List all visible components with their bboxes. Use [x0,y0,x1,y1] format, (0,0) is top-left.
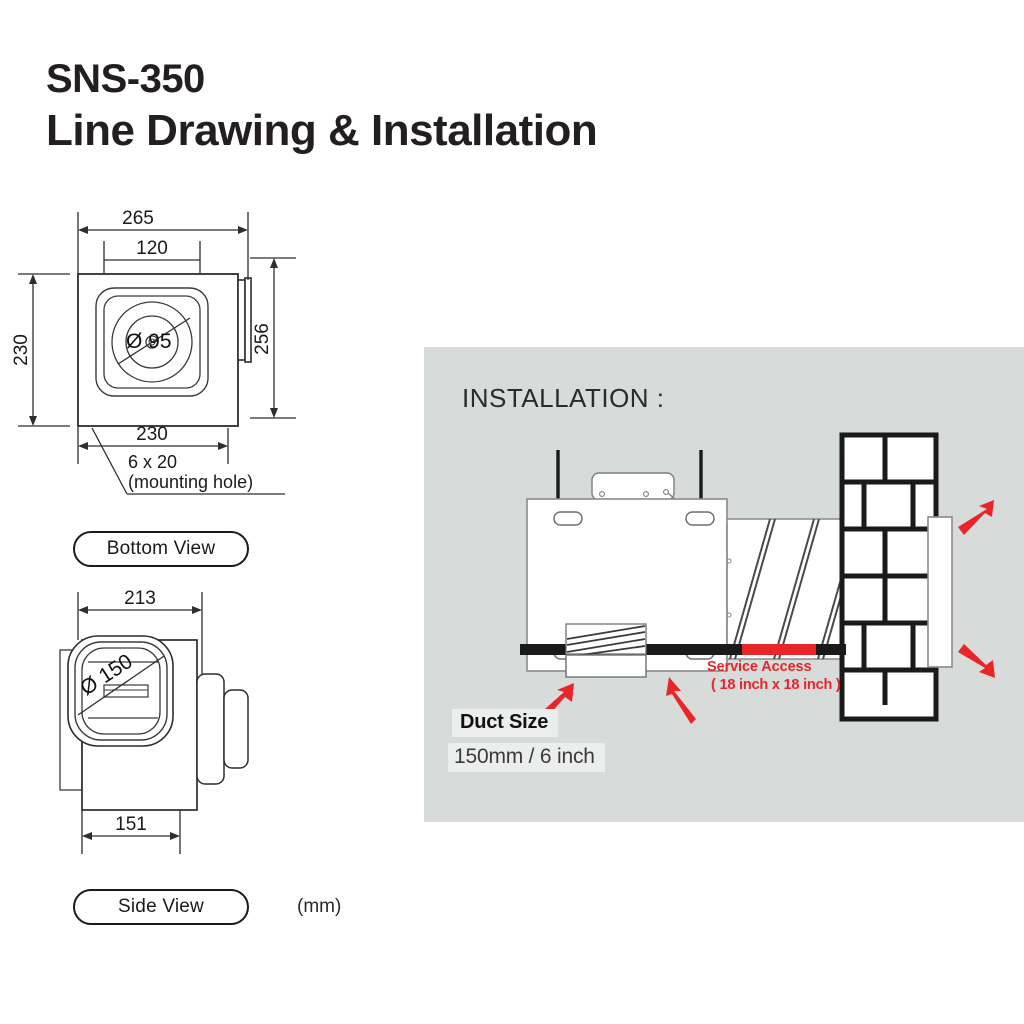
installation-diagram [520,432,995,724]
sheet-subtitle: Line Drawing & Installation [46,106,598,155]
service-access-segment [742,644,816,655]
service-access-label-line2: ( 18 inch x 18 inch ) [711,677,841,693]
label-side-view-text: Side View [118,896,204,917]
model-name: SNS-350 [46,57,205,101]
dim-inner-width: 120 [136,238,168,259]
label-bottom-view-text: Bottom View [106,538,216,559]
dim-side-base-width: 151 [115,814,147,835]
bottom-view-bore-label: Ø 95 [126,330,172,353]
label-bottom-view: Bottom View [73,531,249,567]
bottom-view-drawing: Ø 95 265 120 230 [11,208,296,495]
dim-base-width: 230 [136,424,168,445]
page-title: SNS-350 Line Drawing & Installation [46,55,598,159]
dim-overall-width: 265 [122,208,154,229]
mounting-hole-line1: 6 x 20 [128,452,177,472]
service-access-label-line1: Service Access [707,659,812,675]
label-side-view: Side View [73,889,249,925]
mounting-hole-line2: (mounting hole) [128,472,253,492]
exhaust-arrow-upper [958,500,994,535]
service-access-arrow [666,677,696,724]
installation-panel: INSTALLATION : [424,347,1024,822]
dim-side-width: 213 [124,588,156,609]
units-note: (mm) [297,896,342,917]
dim-height-right: 256 [252,323,273,355]
side-view-drawing: Ø 150 213 151 [59,588,249,854]
ceiling-line [520,644,846,655]
duct-size-label: Duct Size [452,709,559,737]
duct-size-value: 150mm / 6 inch [448,743,605,772]
exhaust-arrow-lower [958,644,995,678]
installation-heading: INSTALLATION : [462,383,665,413]
dim-height-left: 230 [11,334,32,366]
